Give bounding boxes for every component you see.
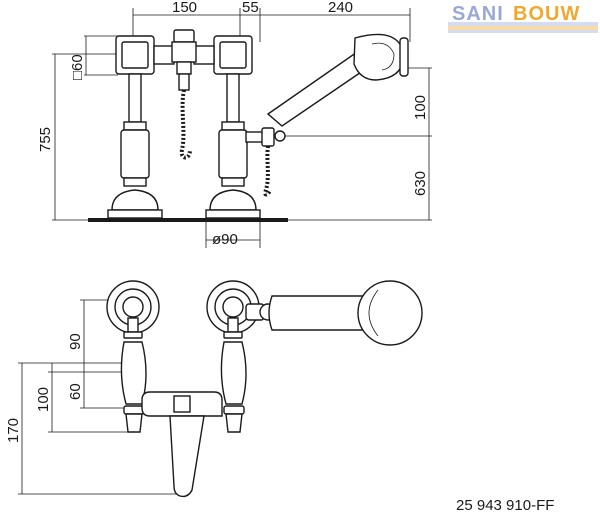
dim-150: 150 [172, 0, 197, 16]
logo-word-bouw: BOUW [513, 3, 580, 25]
top-right-dimensions: 100 630 [270, 67, 432, 221]
shower-holder-side-view [245, 127, 286, 147]
sani-bouw-logo: SANI BOUW [448, 3, 598, 33]
logo-word-sani: SANI [452, 3, 504, 25]
dim-diameter-90: ø90 [212, 231, 238, 248]
dim-front-100: 100 [35, 387, 52, 412]
dim-front-90: 90 [67, 333, 84, 350]
dim-100-top: 100 [412, 95, 429, 120]
dim-front-60: 60 [67, 383, 84, 400]
hose-right-run [263, 145, 272, 197]
top-dimension-chain: 150 55 240 [132, 0, 411, 42]
dim-square-60: □60 [69, 54, 86, 80]
dim-755: 755 [37, 127, 54, 152]
base-diameter-dimension: ø90 [205, 222, 261, 248]
left-tap-front-view [106, 280, 160, 433]
right-tap-front-view [206, 280, 260, 433]
front-left-dimensions: 90 60 100 170 [5, 299, 180, 495]
article-number: 25 943 910-FF [456, 497, 554, 514]
hand-shower-front-view [245, 280, 423, 346]
hand-shower-side-view [266, 33, 409, 127]
left-pillar-side-view [107, 35, 175, 219]
deck-surface [88, 218, 288, 222]
logo-checker-pattern [448, 22, 598, 33]
dim-front-170: 170 [5, 418, 22, 443]
right-pillar-side-view [193, 35, 261, 219]
dim-630: 630 [412, 171, 429, 196]
dim-240: 240 [328, 0, 353, 16]
centre-diverter [171, 29, 197, 91]
top-left-dimensions: □60 755 [37, 35, 120, 221]
dim-55: 55 [242, 0, 259, 16]
hose-left-loop [179, 89, 192, 160]
mixer-body-front-view [141, 391, 223, 498]
